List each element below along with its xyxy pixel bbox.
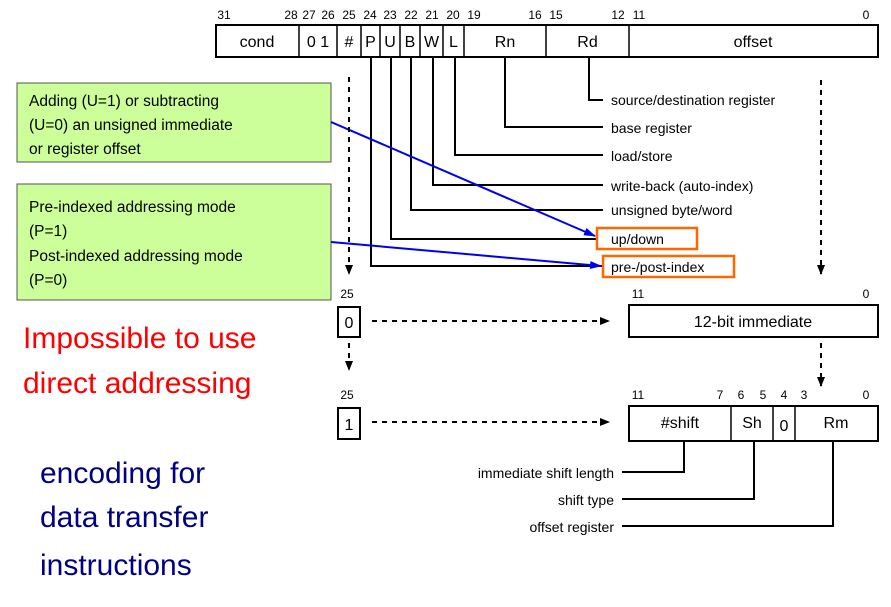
headline-blue-line: data transfer bbox=[40, 501, 208, 534]
register-field-rm: Rm bbox=[824, 415, 849, 432]
desc-shift-type: shift type bbox=[558, 492, 614, 508]
bit-number: 31 bbox=[217, 8, 231, 22]
field-p: P bbox=[365, 34, 376, 51]
register-field-shift: #shift bbox=[661, 415, 700, 432]
note-pre-post-line: Post-indexed addressing mode bbox=[29, 248, 243, 265]
bit-number: 11 bbox=[633, 8, 646, 22]
field-hash: # bbox=[345, 34, 354, 51]
bit-number: 25 bbox=[342, 8, 356, 22]
field-leader-lines bbox=[370, 57, 603, 267]
bit-number: 21 bbox=[425, 8, 439, 22]
bit-number: 11 bbox=[632, 388, 645, 402]
desc-up-down: up/down bbox=[611, 231, 664, 247]
instruction-word: cond 0 1 # P U B W L Rn Rd offset 31 28 … bbox=[215, 8, 879, 58]
instruction-word-frame bbox=[215, 24, 879, 58]
arrow-note-to-up-down bbox=[330, 121, 596, 237]
register-field-sh: Sh bbox=[742, 415, 762, 432]
field-b: B bbox=[405, 34, 416, 51]
leader-rm bbox=[622, 441, 834, 527]
field-u: U bbox=[384, 34, 396, 51]
desc-source-destination-register: source/destination register bbox=[611, 92, 776, 108]
bit-number: 19 bbox=[467, 8, 481, 22]
note-up-down-line: or register offset bbox=[29, 141, 141, 158]
field-01: 0 1 bbox=[307, 34, 329, 51]
headline-blue-line: instructions bbox=[40, 549, 192, 582]
immediate-field-label: 12-bit immediate bbox=[694, 314, 812, 331]
immediate-form: 25 0 11 0 12-bit immediate bbox=[337, 287, 879, 338]
note-pre-post-line: (P=0) bbox=[29, 272, 67, 289]
leader-u bbox=[390, 57, 597, 240]
bit-number: 12 bbox=[611, 8, 625, 22]
note-up-down-box bbox=[16, 82, 332, 163]
leader-sh bbox=[622, 441, 755, 500]
field-offset: offset bbox=[734, 34, 773, 51]
field-l: L bbox=[449, 34, 458, 51]
leader-b bbox=[410, 57, 603, 211]
bit-number: 0 bbox=[863, 287, 870, 301]
immediate-hash-value: 0 bbox=[345, 315, 354, 332]
bit-number: 24 bbox=[363, 8, 377, 22]
bit-number: 27 bbox=[302, 8, 316, 22]
dashed-connectors bbox=[345, 77, 825, 426]
headline-red-line: direct addressing bbox=[23, 367, 251, 400]
leader-rn bbox=[504, 57, 603, 128]
note-up-down: Adding (U=1) or subtracting (U=0) an uns… bbox=[16, 82, 332, 163]
register-hash-box bbox=[337, 407, 361, 440]
desc-write-back: write-back (auto-index) bbox=[610, 178, 753, 194]
bit-number: 25 bbox=[340, 287, 354, 301]
register-field-zero: 0 bbox=[780, 418, 789, 435]
bit-number: 4 bbox=[781, 388, 788, 402]
note-pre-post-line: (P=1) bbox=[29, 223, 67, 240]
note-up-down-line: (U=0) an unsigned immediate bbox=[29, 117, 233, 134]
field-rd: Rd bbox=[577, 34, 597, 51]
bit-number: 3 bbox=[801, 388, 808, 402]
headline: Impossible to use direct addressing enco… bbox=[23, 322, 256, 582]
field-rn: Rn bbox=[495, 34, 515, 51]
arrow-note-to-pre-post bbox=[330, 241, 602, 270]
bit-number: 25 bbox=[340, 388, 354, 402]
bit-number: 5 bbox=[760, 388, 767, 402]
highlight-up-down bbox=[595, 226, 699, 251]
immediate-field-box bbox=[628, 304, 879, 338]
headline-blue-line: encoding for bbox=[40, 457, 205, 490]
leader-w bbox=[432, 57, 603, 186]
leader-p bbox=[370, 57, 603, 267]
bit-number: 22 bbox=[404, 8, 418, 22]
register-form: 25 1 11 7 6 5 4 3 0 #shift Sh 0 Rm immed… bbox=[337, 388, 879, 535]
desc-unsigned-byte-word: unsigned byte/word bbox=[611, 202, 732, 218]
note-pre-post: Pre-indexed addressing mode (P=1) Post-i… bbox=[16, 183, 332, 301]
desc-load-store: load/store bbox=[611, 148, 673, 164]
desc-pre-post-index: pre-/post-index bbox=[611, 259, 704, 275]
bit-number: 20 bbox=[446, 8, 460, 22]
bit-number: 16 bbox=[528, 8, 542, 22]
highlight-pre-post-index bbox=[601, 254, 736, 279]
headline-red-line: Impossible to use bbox=[23, 322, 256, 355]
bit-number: 26 bbox=[321, 8, 335, 22]
leader-l bbox=[454, 57, 603, 156]
note-up-down-line: Adding (U=1) or subtracting bbox=[29, 93, 219, 110]
bit-number: 11 bbox=[632, 287, 645, 301]
desc-immediate-shift-length: immediate shift length bbox=[478, 465, 614, 481]
bit-number: 0 bbox=[863, 8, 870, 22]
field-cond: cond bbox=[240, 34, 275, 51]
bit-number: 23 bbox=[383, 8, 397, 22]
note-pre-post-box bbox=[16, 183, 332, 301]
leader-shift bbox=[622, 441, 685, 473]
note-pre-post-line: Pre-indexed addressing mode bbox=[29, 199, 236, 216]
bit-number: 28 bbox=[284, 8, 298, 22]
field-descriptions: source/destination register base registe… bbox=[595, 92, 776, 279]
immediate-hash-box bbox=[337, 306, 361, 338]
leader-rd bbox=[588, 57, 603, 101]
bit-number: 15 bbox=[549, 8, 563, 22]
bit-number: 0 bbox=[863, 388, 870, 402]
desc-offset-register: offset register bbox=[529, 519, 614, 535]
register-hash-value: 1 bbox=[345, 417, 354, 434]
bit-number: 6 bbox=[738, 388, 745, 402]
desc-base-register: base register bbox=[611, 120, 692, 136]
bit-number: 7 bbox=[717, 388, 724, 402]
field-w: W bbox=[424, 34, 440, 51]
